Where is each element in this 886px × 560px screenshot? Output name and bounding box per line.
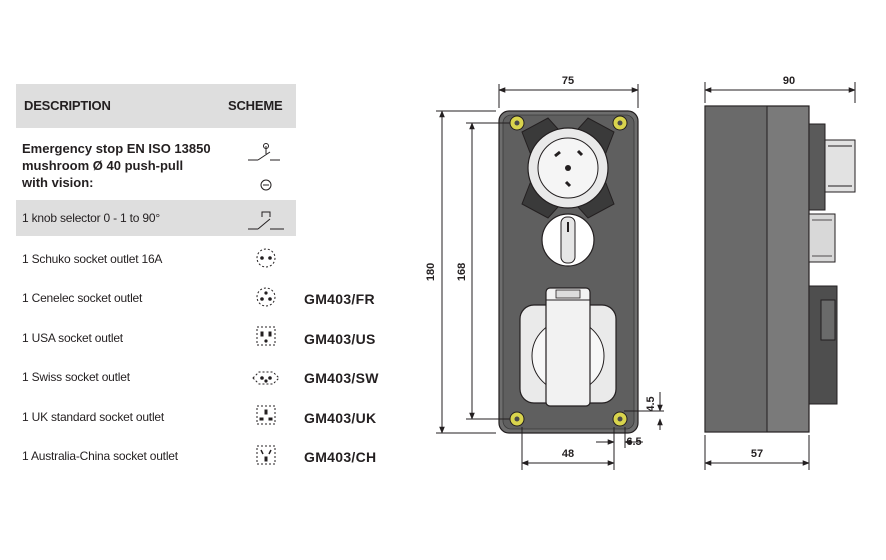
- row-emergency-line-3: with vision:: [22, 175, 94, 190]
- vision-indicator-symbol: [260, 179, 272, 191]
- row-usa: 1 USA socket outlet: [22, 331, 123, 345]
- header-description: DESCRIPTION: [24, 98, 111, 113]
- selector-switch-symbol: [248, 211, 284, 230]
- australia-china-symbol: [256, 445, 276, 465]
- row-uk: 1 UK standard socket outlet: [22, 410, 165, 424]
- dim-spacing-48: 48: [562, 448, 574, 460]
- code-uk: GM403/UK: [304, 410, 377, 426]
- row-knob-selector: 1 knob selector 0 - 1 to 90°: [22, 211, 160, 225]
- cenelec-symbol: [256, 287, 276, 307]
- code-ch: GM403/CH: [304, 449, 377, 465]
- dim-depth-90: 90: [783, 75, 795, 87]
- row-shade-knob: [16, 200, 296, 236]
- dim-width-75: 75: [562, 75, 574, 87]
- row-emergency-line-2: mushroom Ø 40 push-pull: [22, 158, 184, 173]
- upper-socket: [521, 117, 615, 219]
- code-us: GM403/US: [304, 331, 376, 347]
- knob-selector: [541, 213, 595, 267]
- row-swiss: 1 Swiss socket outlet: [22, 370, 130, 384]
- screw-top-right: [612, 115, 628, 131]
- row-emergency-stop: Emergency stop EN ISO 13850 mushroom Ø 4…: [22, 140, 252, 191]
- table-header: [16, 84, 296, 128]
- code-sw: GM403/SW: [304, 370, 379, 386]
- dim-offset-6-5: 6.5: [626, 436, 641, 448]
- uk-symbol: [256, 405, 276, 425]
- dim-height-168: 168: [456, 263, 468, 281]
- dim-depth-57: 57: [751, 448, 763, 460]
- screw-bottom-left: [509, 411, 525, 427]
- swiss-symbol: [252, 371, 280, 385]
- emergency-stop-symbol: [248, 143, 280, 161]
- row-cenelec: 1 Cenelec socket outlet: [22, 291, 143, 305]
- row-australia: 1 Australia-China socket outlet: [22, 449, 178, 463]
- usa-symbol: [256, 326, 276, 346]
- front-view: [436, 84, 664, 470]
- schuko-symbol: [256, 248, 276, 268]
- row-schuko: 1 Schuko socket outlet 16A: [22, 252, 163, 266]
- code-fr: GM403/FR: [304, 291, 375, 307]
- row-emergency-line-1: Emergency stop EN ISO 13850: [22, 141, 211, 156]
- dim-height-180: 180: [425, 263, 437, 281]
- header-scheme: SCHEME: [228, 98, 283, 113]
- dim-offset-4-5: 4.5: [645, 396, 657, 411]
- screw-top-left: [509, 115, 525, 131]
- lower-socket: [519, 287, 617, 407]
- screw-bottom-right: [612, 411, 628, 427]
- side-view: [704, 82, 856, 470]
